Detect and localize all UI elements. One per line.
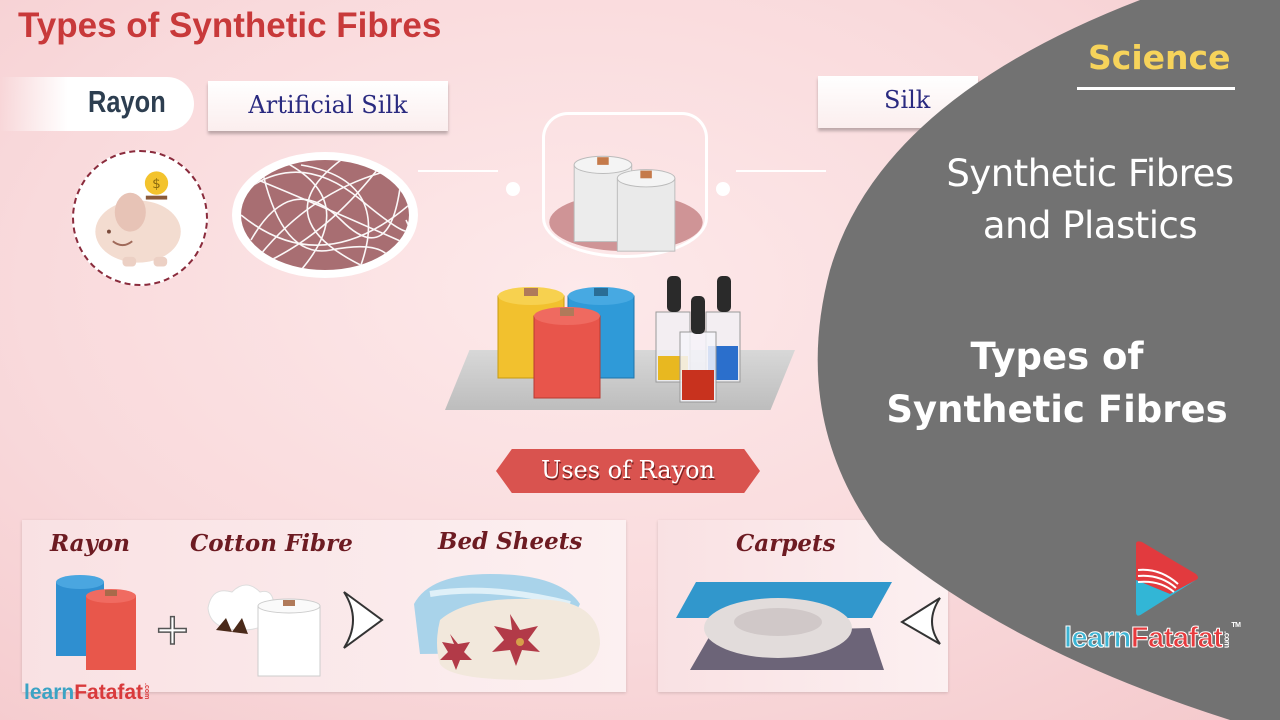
rayon-cotton-bedsheets-card: Rayon Cotton Fibre Bed Sheets +: [22, 520, 626, 692]
coloured-spools-and-dyes-illustration: [497, 276, 741, 403]
uses-of-rayon-banner: Uses of Rayon: [496, 449, 760, 493]
learnfatafat-logo: learnFatafat.com TM: [1064, 622, 1242, 655]
plus-sign: +: [153, 603, 191, 656]
chapter-line1: Synthetic Fibres: [946, 152, 1234, 195]
connector-line: [736, 170, 826, 172]
bed-sheets-icon: [414, 574, 600, 680]
topic-line1: Types of: [970, 335, 1144, 378]
arrow-right-icon: [343, 591, 384, 649]
topic-title: Types of Synthetic Fibres: [872, 330, 1242, 436]
rayon-label-text: Rayon: [88, 84, 166, 119]
watermark-part2: Fatafat: [74, 681, 144, 704]
connector-line: [418, 170, 498, 172]
caption-carpets: Carpets: [736, 530, 836, 557]
silk-label: Silk: [884, 86, 931, 114]
connector-dot: [716, 182, 730, 196]
carpets-icon: [676, 582, 892, 670]
artificial-silk-label: Artificial Silk: [208, 81, 448, 131]
rayon-label: Rayon: [0, 77, 194, 131]
slide-title: Types of Synthetic Fibres: [18, 6, 442, 45]
thread-spool-icon: [549, 155, 703, 252]
piggy-bank-illustration: $: [72, 150, 208, 286]
arrow-left-icon: [900, 597, 941, 645]
watermark-part1: learn: [24, 681, 75, 704]
rayon-spools-icon: [56, 575, 136, 670]
logo-part2: Fatafat: [1130, 622, 1223, 655]
connector-dot: [506, 182, 520, 196]
chapter-line2: and Plastics: [982, 204, 1198, 247]
topic-line2: Synthetic Fibres: [886, 388, 1228, 431]
caption-cotton-fibre: Cotton Fibre: [190, 530, 353, 557]
coin-symbol: $: [152, 176, 161, 192]
caption-rayon: Rayon: [50, 530, 130, 557]
rayon-fibre-illustration: [232, 152, 418, 278]
piggy-bank-icon: $: [95, 171, 181, 267]
subject-divider: [1077, 87, 1235, 90]
logo-trademark: TM: [1231, 622, 1241, 629]
chapter-title: Synthetic Fibres and Plastics: [915, 148, 1265, 252]
watermark-suffix: .com: [143, 682, 151, 699]
logo-suffix: .com: [1222, 631, 1232, 648]
learnfatafat-play-book-icon: [1136, 541, 1198, 616]
subject-label: Science: [1088, 38, 1231, 77]
white-spools-illustration: [542, 112, 708, 258]
cotton-fibre-icon: [207, 584, 321, 677]
logo-part1: learn: [1064, 622, 1132, 655]
caption-bed-sheets: Bed Sheets: [438, 528, 583, 555]
watermark-logo: learnFatafat.com: [24, 681, 150, 705]
